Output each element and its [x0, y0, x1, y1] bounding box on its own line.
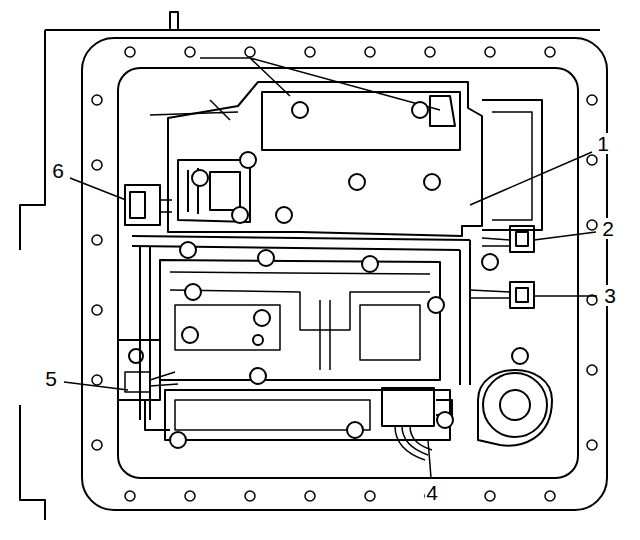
- callout-number: 5: [44, 368, 58, 389]
- leader-lines: [64, 152, 597, 478]
- callout-number: 1: [596, 133, 610, 154]
- callout-number: 4: [425, 482, 439, 503]
- callout-number: 3: [603, 285, 617, 306]
- callout-number: 6: [51, 160, 65, 181]
- callout-number: 2: [601, 218, 615, 239]
